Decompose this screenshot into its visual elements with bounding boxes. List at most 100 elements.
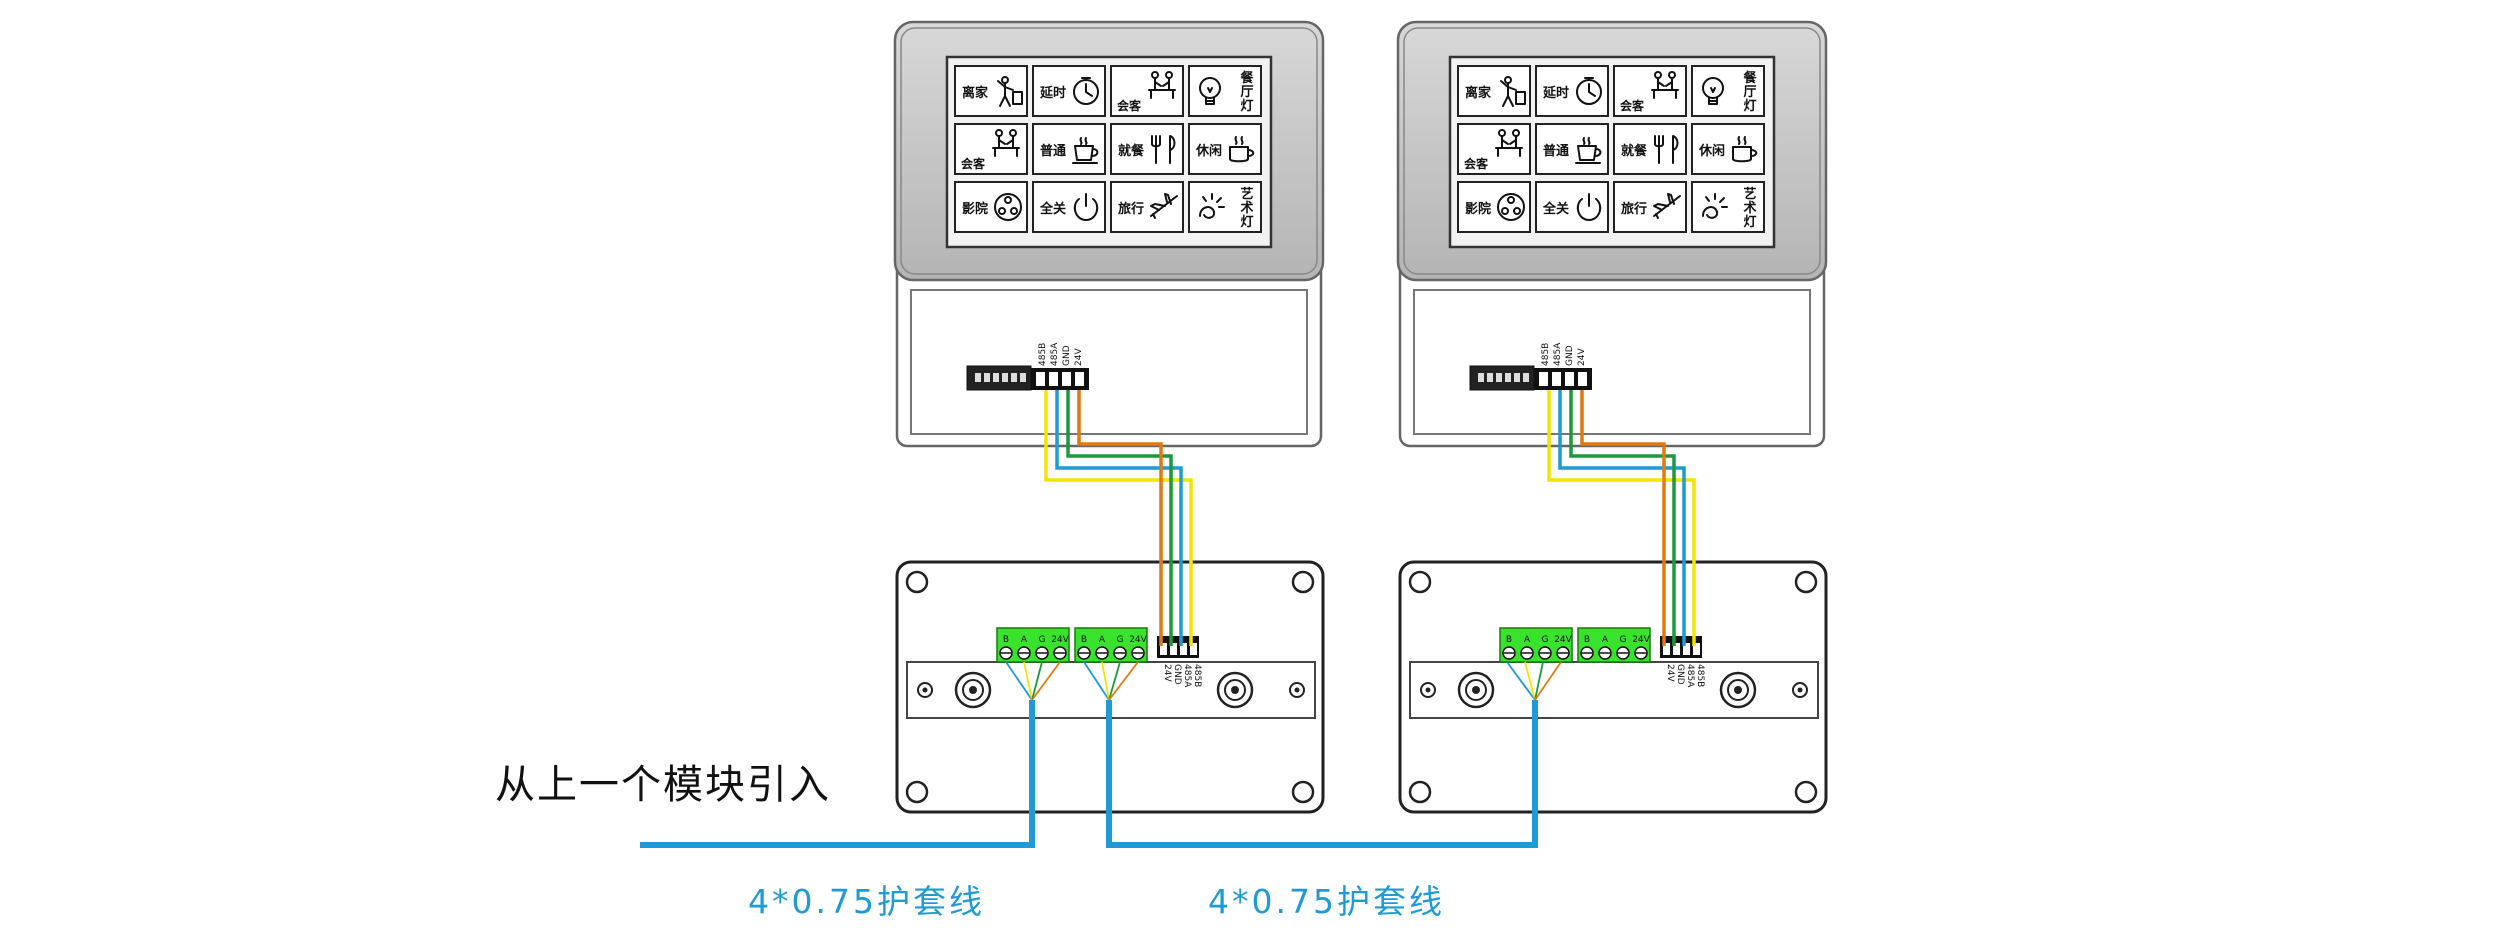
fan-wire xyxy=(1524,661,1536,701)
bulb-icon xyxy=(1702,77,1724,105)
scene-key-label: 厅 xyxy=(1240,85,1253,100)
module-pin-label: 485A xyxy=(1182,664,1192,688)
fan-wire xyxy=(1108,661,1139,701)
scene-key: 就餐 xyxy=(1110,123,1184,175)
panel-pin-label: GND xyxy=(1565,345,1575,366)
meeting-icon xyxy=(1651,71,1679,99)
scene-key-label: 普通 xyxy=(1040,143,1066,159)
scene-key-label: 艺 xyxy=(1743,186,1756,202)
scene-key-label: 术 xyxy=(1742,200,1756,216)
person-leaving-icon xyxy=(997,76,1023,107)
fan-wire xyxy=(1101,661,1110,701)
terminal-pin-label: 24V xyxy=(1129,635,1147,645)
module-pin-label: 24V xyxy=(1665,664,1675,682)
person-leaving-icon xyxy=(1500,76,1526,107)
scene-key-label: 离家 xyxy=(1465,85,1492,101)
scene-key: 就餐 xyxy=(1613,123,1687,175)
scene-key: 会客 xyxy=(954,123,1028,175)
cutlery-icon xyxy=(1151,135,1176,164)
scene-key: 艺术灯 xyxy=(1188,181,1262,233)
scene-key: 离家 xyxy=(1457,65,1531,117)
scene-key: 旅行 xyxy=(1613,181,1687,233)
scene-key: 会客 xyxy=(1457,123,1531,175)
signal-wire xyxy=(1044,390,1193,646)
scene-key: 普通 xyxy=(1032,123,1106,175)
timer-icon xyxy=(1576,77,1602,105)
scene-key-label: 延时 xyxy=(1542,85,1569,101)
film-reel-icon xyxy=(1497,193,1525,221)
scene-key-label: 灯 xyxy=(1743,214,1756,230)
scene-key-label: 旅行 xyxy=(1118,201,1144,217)
terminal-pin-label: A xyxy=(1524,635,1531,645)
panel-pin-label: 24V xyxy=(1577,348,1587,366)
scene-key-label: 术 xyxy=(1239,200,1253,216)
scene-key: 餐厅灯 xyxy=(1188,65,1262,117)
terminal-pin-label: G xyxy=(1117,635,1124,645)
terminal-pin-label: A xyxy=(1021,635,1028,645)
signal-wire xyxy=(1066,390,1173,646)
scene-key: 会客 xyxy=(1110,65,1184,117)
scene-key-label: 普通 xyxy=(1543,143,1569,159)
scene-key: 会客 xyxy=(1613,65,1687,117)
scene-key: 影院 xyxy=(954,181,1028,233)
scene-key: 休闲 xyxy=(1691,123,1765,175)
scene-key-label: 灯 xyxy=(1743,98,1756,114)
scene-key-label: 影院 xyxy=(962,201,988,217)
mounting-hole xyxy=(905,780,929,804)
scene-key: 延时 xyxy=(1535,65,1609,117)
fan-wire xyxy=(1534,661,1544,701)
fan-wire xyxy=(1108,661,1121,701)
scene-key-label: 餐 xyxy=(1239,70,1254,86)
module-terminal-block xyxy=(1660,636,1702,658)
scene-key-label: 会客 xyxy=(1620,98,1645,113)
panel-pin-label: GND xyxy=(1062,345,1072,366)
scene-key-label: 会客 xyxy=(961,156,986,171)
scene-key-label: 全关 xyxy=(1542,201,1569,217)
terminal-pin-label: B xyxy=(1003,635,1009,645)
bulb-icon xyxy=(1199,77,1221,105)
cable-label-2: 4*0.75护套线 xyxy=(1208,882,1445,921)
signal-wire xyxy=(1055,390,1183,646)
terminal-pin-label: A xyxy=(1099,635,1106,645)
terminal-pin-label: G xyxy=(1620,635,1627,645)
panel-terminal-block xyxy=(1534,368,1592,390)
scene-key: 离家 xyxy=(954,65,1028,117)
terminal-pin-label: G xyxy=(1039,635,1046,645)
panel-pin-label: 485A xyxy=(1050,342,1060,366)
module-pin-label: 24V xyxy=(1162,664,1172,682)
scene-key-label: 会客 xyxy=(1464,156,1489,171)
airplane-icon xyxy=(1653,193,1681,219)
terminal-pin-label: G xyxy=(1542,635,1549,645)
mounting-hole xyxy=(1408,780,1432,804)
scene-key-label: 延时 xyxy=(1039,85,1066,101)
panel-inner-box xyxy=(1413,289,1811,435)
lamp-icon xyxy=(1702,193,1728,219)
meeting-icon xyxy=(992,129,1020,157)
terminal-pin-label: 24V xyxy=(1051,635,1069,645)
terminal-pin-label: 24V xyxy=(1632,635,1650,645)
meeting-icon xyxy=(1495,129,1523,157)
fan-wire xyxy=(1023,661,1033,701)
coffee-icon xyxy=(1732,136,1758,163)
terminal-pin-label: 24V xyxy=(1554,635,1572,645)
fan-wire xyxy=(1031,661,1061,701)
cutlery-icon xyxy=(1654,135,1679,164)
lamp-icon xyxy=(1199,193,1225,219)
scene-key-label: 艺 xyxy=(1240,186,1253,202)
fan-wire xyxy=(1005,661,1033,701)
intro-label: 从上一个模块引入 xyxy=(495,762,831,808)
scene-key: 全关 xyxy=(1535,181,1609,233)
sheathed-cable xyxy=(1106,700,1538,848)
scene-key: 延时 xyxy=(1032,65,1106,117)
mounting-hole xyxy=(1291,780,1315,804)
scene-key: 艺术灯 xyxy=(1691,181,1765,233)
scene-key-label: 全关 xyxy=(1039,201,1066,217)
scene-key-label: 影院 xyxy=(1465,201,1491,217)
scene-key: 餐厅灯 xyxy=(1691,65,1765,117)
terminal-pin-label: B xyxy=(1584,635,1590,645)
power-icon xyxy=(1576,193,1602,221)
mounting-hole xyxy=(1291,570,1315,594)
scene-key: 休闲 xyxy=(1188,123,1262,175)
